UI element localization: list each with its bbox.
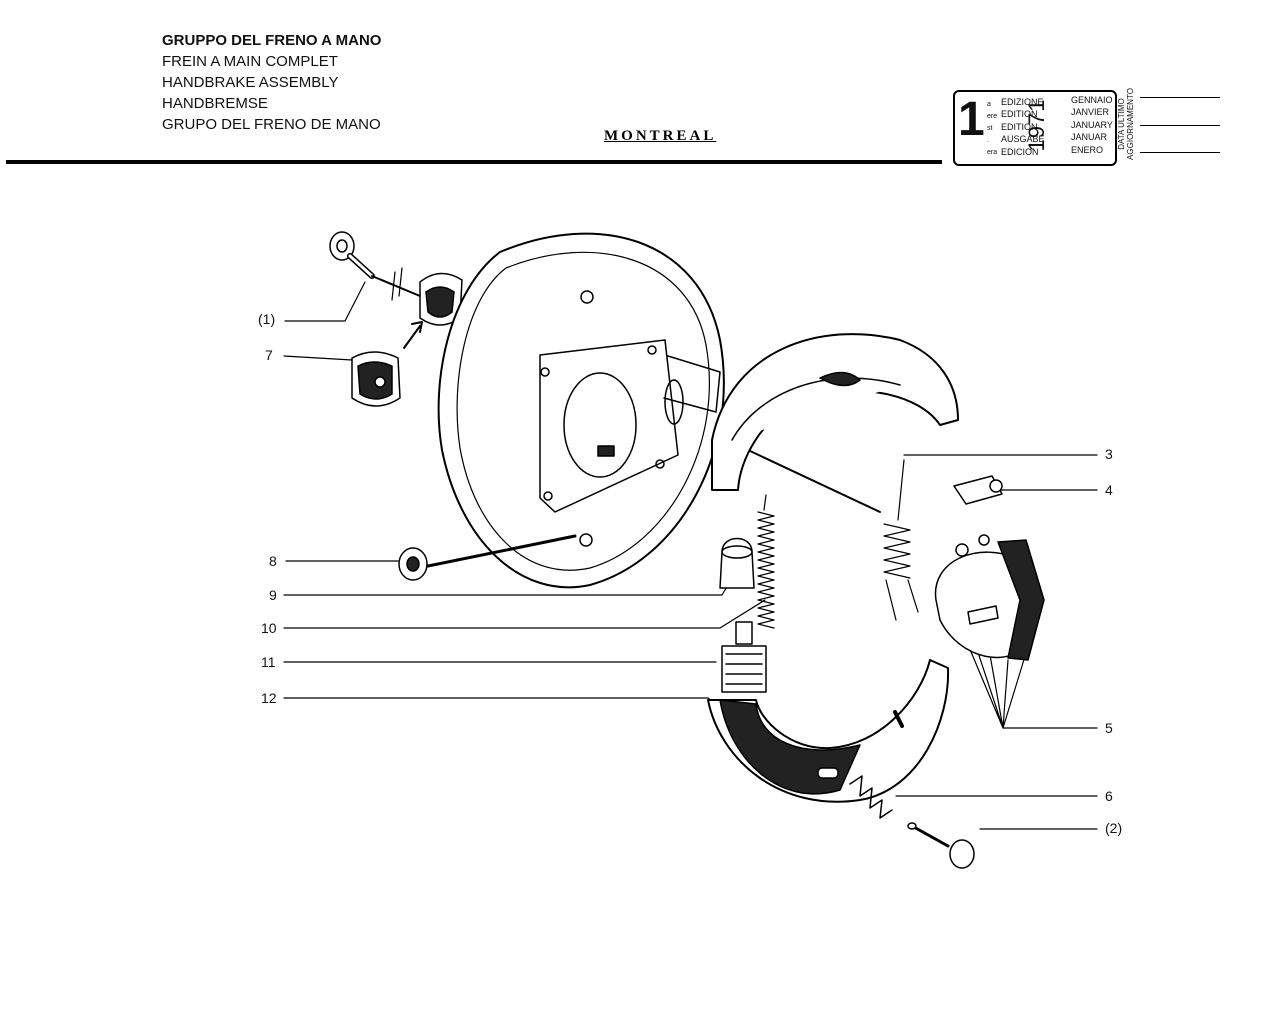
leader-fan-5 — [939, 577, 1031, 729]
edition-month: JANUAR — [1071, 132, 1108, 143]
title-german: HANDBREMSE — [162, 95, 268, 112]
edition-superscript: ere — [987, 113, 998, 120]
arrow-7 — [403, 325, 421, 349]
edition-label: EDIZIONE — [1001, 97, 1044, 107]
callout-label-10: 10 — [261, 620, 277, 636]
update-line — [1140, 97, 1220, 98]
pin-2 — [907, 822, 975, 869]
grommet-top — [419, 272, 463, 326]
callout-label-5: 5 — [1105, 720, 1113, 736]
spring-6 — [849, 775, 893, 819]
edition-label: AUSGABE — [1001, 134, 1045, 145]
callout-label-3: 3 — [1105, 446, 1113, 462]
title-italian: GRUPPO DEL FRENO A MANO — [162, 32, 382, 49]
brake-shoe-upper — [711, 333, 959, 491]
lever-assembly-5 — [934, 534, 1045, 661]
callout-label-6: 6 — [1105, 788, 1113, 804]
edition-superscript: . — [987, 137, 989, 144]
edition-label: EDITION — [1001, 121, 1038, 132]
cap-9 — [719, 537, 755, 589]
edition-month: GENNAIO — [1071, 95, 1113, 105]
leader-lines — [283, 281, 1098, 830]
washer-8 — [398, 547, 428, 581]
edition-superscript: st — [987, 125, 993, 132]
leader-line-7 — [283, 355, 353, 361]
edition-superscript: era — [987, 149, 998, 156]
edition-labels: EDIZIONE EDITION EDITION AUSGABE EDICION — [1001, 96, 1045, 158]
arrow-8 — [426, 534, 577, 568]
title-spanish: GRUPO DEL FRENO DE MANO — [162, 116, 381, 133]
backing-plate — [437, 232, 725, 589]
header-titles: GRUPPO DEL FRENO A MANO FREIN A MAIN COM… — [162, 30, 381, 135]
edition-month: ENERO — [1071, 144, 1104, 155]
callout-label-8: 8 — [269, 553, 277, 569]
callout-label-2-paren: (2) — [1105, 820, 1123, 836]
edition-superscript: a — [987, 101, 991, 108]
callout-label-1-paren: (1) — [258, 311, 276, 327]
update-line — [1140, 152, 1220, 153]
clevis-pin-4 — [953, 475, 1003, 505]
header-rule — [6, 160, 942, 164]
edition-box: 1 a ere st . era EDIZIONE EDITION EDITIO… — [953, 90, 1117, 166]
edition-number: 1 — [958, 93, 985, 146]
update-line — [1140, 125, 1220, 126]
spring-3 — [883, 459, 919, 621]
adjuster-11 — [721, 621, 767, 693]
callout-label-11: 11 — [261, 654, 276, 670]
edition-month: JANVIER — [1071, 107, 1110, 118]
callout-label-9: 9 — [269, 587, 277, 603]
spring-10 — [757, 494, 775, 629]
edition-months: GENNAIO JANVIER JANUARY JANUAR ENERO — [1071, 94, 1113, 156]
leader-line-1 — [284, 281, 366, 322]
edition-month: JANUARY — [1071, 119, 1113, 130]
callout-label-7: 7 — [265, 347, 273, 363]
leader-line-12 — [283, 697, 721, 709]
leader-line-9 — [283, 584, 729, 596]
model-name: MONTREAL — [604, 128, 717, 144]
callout-label-12: 12 — [261, 690, 277, 706]
edition-label: EDICION — [1001, 146, 1039, 157]
leader-line-10 — [283, 599, 766, 629]
grommet-7 — [351, 351, 401, 407]
title-english: HANDBRAKE ASSEMBLY — [162, 74, 339, 91]
brake-shoe-lower — [707, 659, 950, 803]
title-french: FREIN A MAIN COMPLET — [162, 53, 338, 70]
edition-label: EDITION — [1001, 109, 1038, 120]
callout-label-4: 4 — [1105, 482, 1113, 498]
